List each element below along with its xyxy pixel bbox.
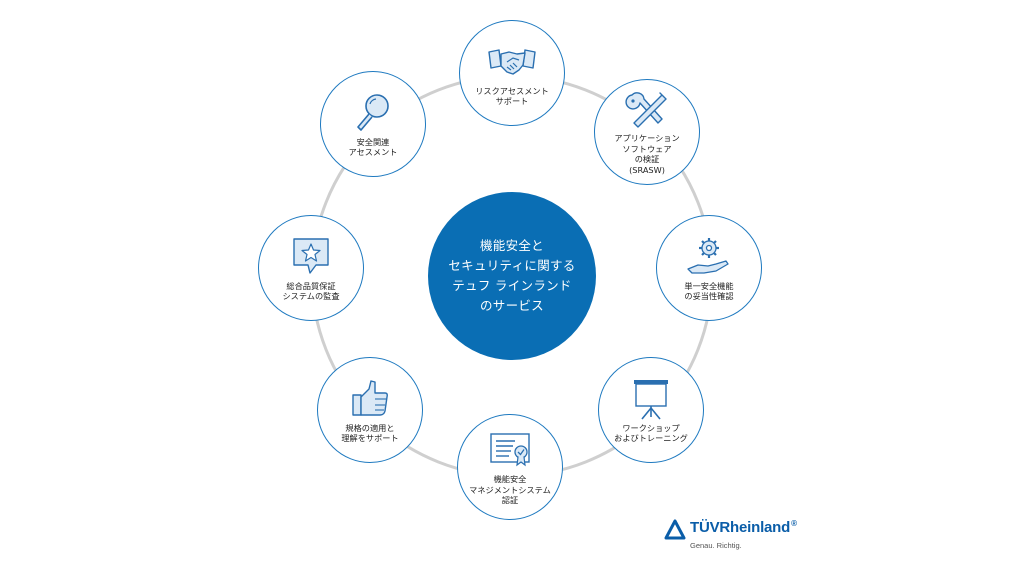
node-label: リスクアセスメント サポート [475, 85, 549, 107]
logo-brand-text: TÜVRheinland [690, 519, 791, 536]
node-label: 安全関連 アセスメント [348, 136, 398, 158]
center-line-4: のサービス [479, 298, 544, 313]
service-node-safety-assessment[interactable]: 安全関連 アセスメント [320, 71, 426, 177]
tuv-rheinland-logo: TÜVRheinland® Genau. Richtig. [664, 519, 804, 559]
handshake-icon [485, 40, 539, 84]
node-label: ワークショップ およびトレーニング [614, 422, 688, 444]
node-label: 機能安全 マネジメントシステム 認証 [469, 474, 551, 506]
center-line-3: テュフ ラインランド [452, 278, 572, 293]
service-node-quality-audit[interactable]: 総合品質保証 システムの監査 [258, 215, 364, 321]
thumbs-up-icon [343, 377, 397, 421]
service-node-srasw[interactable]: アプリケーション ソフトウェア の検証 (SRASW) [594, 79, 700, 185]
node-label: 規格の適用と 理解をサポート [341, 422, 399, 444]
service-node-risk-assessment[interactable]: リスクアセスメント サポート [459, 20, 565, 126]
registered-mark: ® [791, 519, 797, 528]
speech-bubble-star-icon [284, 235, 338, 279]
service-node-single-safety-function[interactable]: 単一安全機能 の妥当性確認 [656, 215, 762, 321]
triangle-logo-icon [664, 519, 686, 540]
node-label: 総合品質保証 システムの監査 [282, 280, 340, 302]
logo-tagline: Genau. Richtig. [690, 541, 742, 550]
service-node-workshop-training[interactable]: ワークショップ およびトレーニング [598, 357, 704, 463]
projector-screen-icon [624, 377, 678, 421]
node-label: 単一安全機能 の妥当性確認 [684, 280, 734, 302]
wrench-screwdriver-icon [620, 89, 674, 131]
logo-wordmark: TÜVRheinland® [690, 519, 797, 536]
center-hub: 機能安全と セキュリティに関する テュフ ラインランド のサービス [428, 192, 596, 360]
node-label: アプリケーション ソフトウェア の検証 (SRASW) [614, 133, 680, 175]
magnifier-icon [346, 91, 400, 135]
gear-hand-icon [682, 235, 736, 279]
center-line-2: セキュリティに関する [448, 258, 576, 273]
center-line-1: 機能安全と [479, 238, 544, 253]
certificate-icon [483, 428, 537, 472]
service-node-standards-support[interactable]: 規格の適用と 理解をサポート [317, 357, 423, 463]
service-node-fsm-certification[interactable]: 機能安全 マネジメントシステム 認証 [457, 414, 563, 520]
